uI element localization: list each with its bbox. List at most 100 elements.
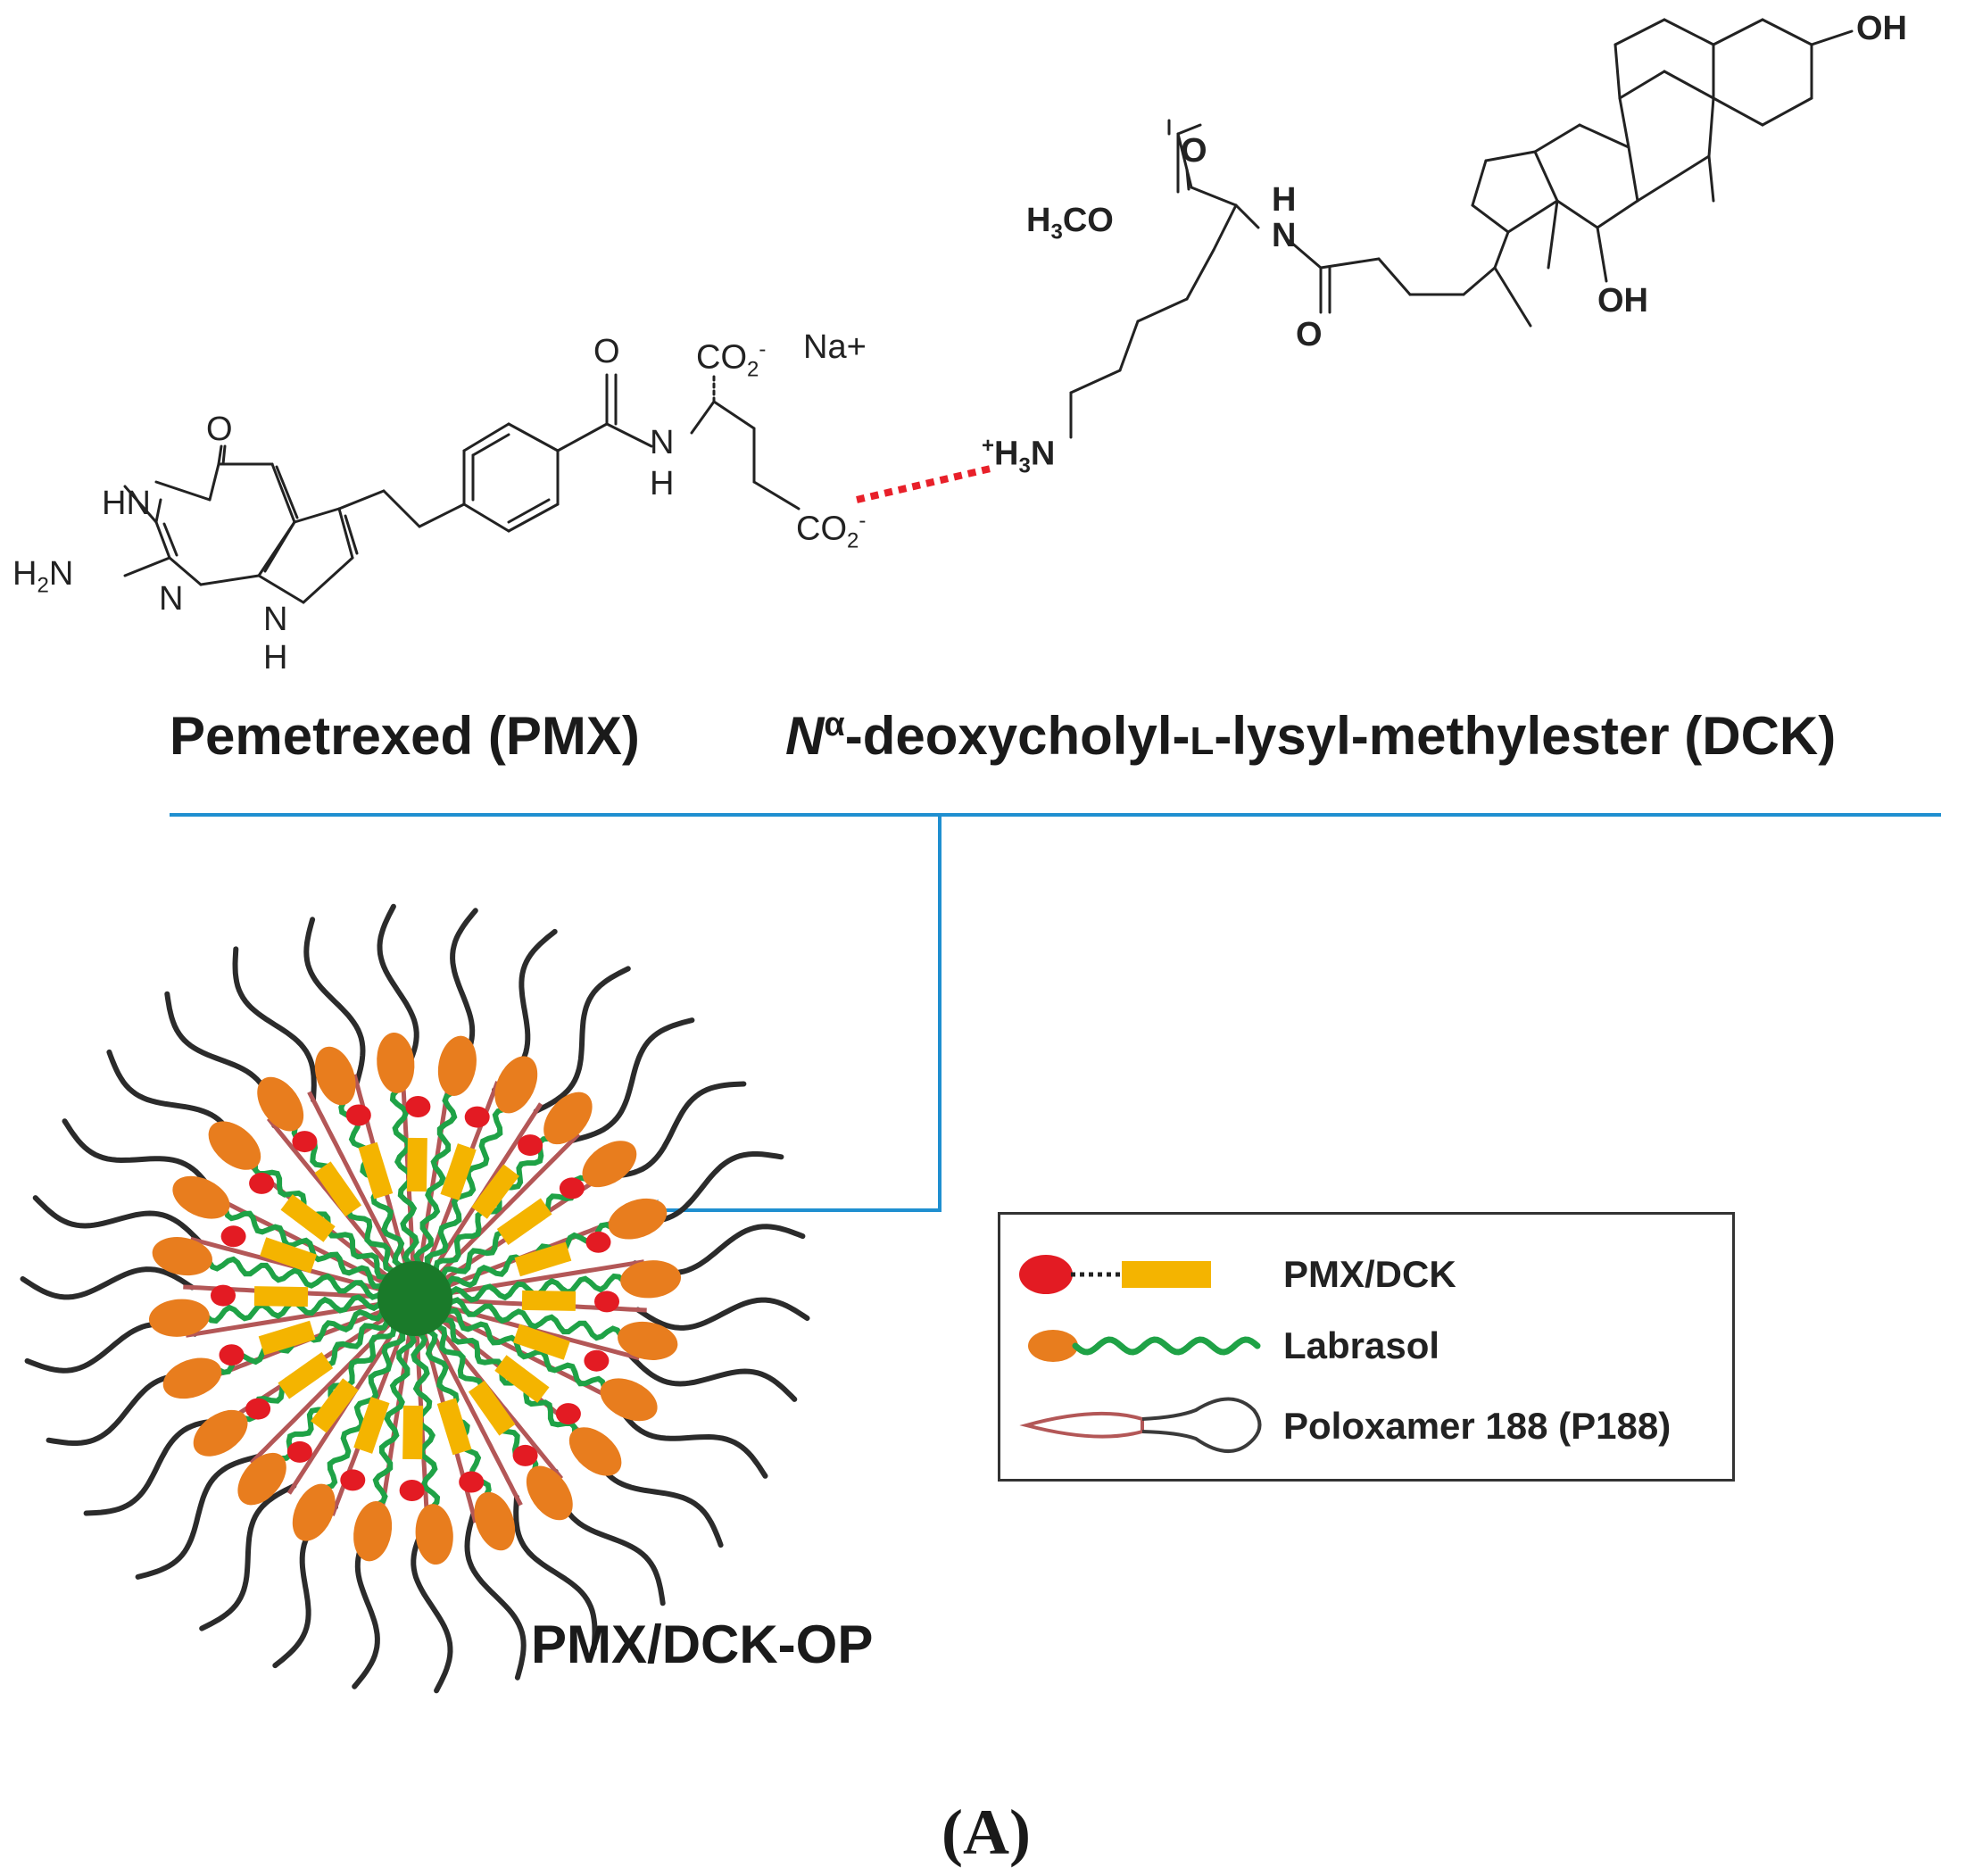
p188-outer-tail (232, 946, 317, 1103)
legend-labrasol-tail-icon (1072, 1336, 1261, 1356)
pmx-head (555, 1403, 581, 1425)
labrasol-head (162, 1357, 222, 1399)
pmx-head (584, 1349, 610, 1372)
p188-inner-strand (249, 1303, 411, 1465)
dck-atom-oh-bottom: OH (1597, 282, 1648, 320)
legend-label-pmx-dck: PMX/DCK (1283, 1253, 1456, 1295)
labrasol-tail (389, 1086, 422, 1284)
labrasol-head (474, 1491, 516, 1551)
dck-block (253, 1286, 309, 1307)
dck-block (260, 1237, 318, 1274)
labrasol-head (526, 1465, 573, 1521)
pmx-head (345, 1104, 371, 1126)
labrasol-head (152, 1237, 212, 1276)
dck-block (311, 1378, 359, 1433)
pmx-head (399, 1480, 425, 1501)
labrasol-tail (429, 1273, 627, 1306)
pmx-atom-pyrrole-n: N (263, 601, 288, 638)
labrasol-head (148, 1299, 210, 1337)
pmx-head (518, 1134, 543, 1157)
pmx-head (405, 1096, 431, 1117)
dck-atom-h3co: H3CO (1026, 202, 1114, 245)
dck-block (353, 1396, 390, 1454)
pmx-atom-hn: HN (102, 485, 151, 522)
pmx-head (219, 1344, 245, 1366)
pmx-atom-h-amide: H (650, 465, 675, 502)
dck-block (258, 1320, 316, 1356)
p188-outer-tail (569, 1017, 695, 1143)
pmx-atom-n-amide: N (650, 424, 675, 461)
p188-outer-tail (135, 1454, 261, 1580)
bond-lines (123, 18, 1854, 604)
p188-outer-tail (62, 1118, 219, 1200)
dck-block (514, 1241, 572, 1277)
pmx-atom-na: Na+ (803, 328, 867, 366)
dck-block (358, 1141, 394, 1199)
legend-label-labrasol: Labrasol (1283, 1324, 1440, 1366)
pmx-name-label: Pemetrexed (PMX) (170, 706, 640, 766)
labrasol-head (353, 1501, 393, 1562)
labrasol-head (257, 1076, 304, 1132)
pmx-head (249, 1172, 275, 1194)
legend-dck-block-icon (1122, 1261, 1211, 1288)
labrasol-head (437, 1035, 477, 1096)
p188-outer-tail (513, 1494, 598, 1651)
dck-block (314, 1161, 362, 1217)
ionic-interaction-dots (856, 465, 991, 503)
pmx-head (286, 1440, 312, 1463)
labrasol-head (618, 1321, 678, 1360)
p188-outer-tail (20, 1266, 195, 1300)
p188-outer-tail (635, 1297, 810, 1331)
legend-pmx-head-icon (1019, 1255, 1073, 1294)
p188-outer-tail (303, 917, 366, 1086)
pmx-head (220, 1225, 246, 1248)
labrasol-tail (413, 1089, 458, 1284)
dck-block (512, 1324, 570, 1360)
labrasol-head (292, 1483, 336, 1541)
dck-atom-o-ester: O (1181, 132, 1207, 170)
p188-outer-tail (627, 1353, 798, 1402)
panel-label: (A) (942, 1797, 1031, 1868)
legend-p188-icon-outer (1141, 1397, 1262, 1453)
p188-outer-tail (199, 1483, 297, 1631)
micelle-label: PMX/DCK-OP (531, 1615, 874, 1674)
labrasol-head (620, 1260, 682, 1299)
pmx-atom-co2-top: CO2- (696, 337, 767, 382)
legend-box (998, 1212, 1735, 1482)
p188-inner-strand (419, 1132, 581, 1294)
pmx-atom-h2n: H2N (12, 555, 74, 598)
labrasol-head (172, 1175, 230, 1219)
labrasol-head (608, 1198, 668, 1240)
pmx-atom-pyrrole-h: H (263, 639, 288, 677)
micelle-graphic (20, 903, 810, 1694)
labrasol-tail (222, 1206, 402, 1294)
legend-label-p188: Poloxamer 188 (P188) (1283, 1405, 1672, 1447)
dck-block (496, 1198, 552, 1246)
pmx-head (245, 1398, 271, 1420)
pmx-head (559, 1177, 585, 1199)
labrasol-head (582, 1141, 637, 1188)
pmx-atom-co2-bottom: CO2- (796, 509, 867, 553)
pmx-head (211, 1284, 236, 1307)
legend-glyphs (1019, 1255, 1262, 1453)
labrasol-tail (205, 1256, 401, 1300)
p188-outer-tail (377, 903, 419, 1079)
dck-atom-h3n: +H3N (982, 434, 1056, 478)
labrasol-tail (203, 1291, 401, 1324)
pmx-head (464, 1106, 490, 1128)
labrasol-head (543, 1092, 593, 1145)
pmx-head (340, 1469, 366, 1491)
p188-outer-tail (599, 1081, 747, 1180)
dck-block (278, 1351, 334, 1399)
labrasol-head (237, 1452, 286, 1506)
labrasol-tail (429, 1297, 625, 1341)
dck-block (468, 1380, 516, 1436)
dck-block (471, 1164, 519, 1219)
labrasol-head (600, 1378, 658, 1422)
p188-outer-tail (83, 1417, 231, 1516)
dck-name-label: Nα-deoxycholyl-L-lysyl-methylester (DCK) (785, 706, 1837, 766)
labrasol-tail (408, 1313, 441, 1511)
labrasol-head (568, 1427, 622, 1476)
legend-labrasol-head-icon (1028, 1330, 1078, 1362)
